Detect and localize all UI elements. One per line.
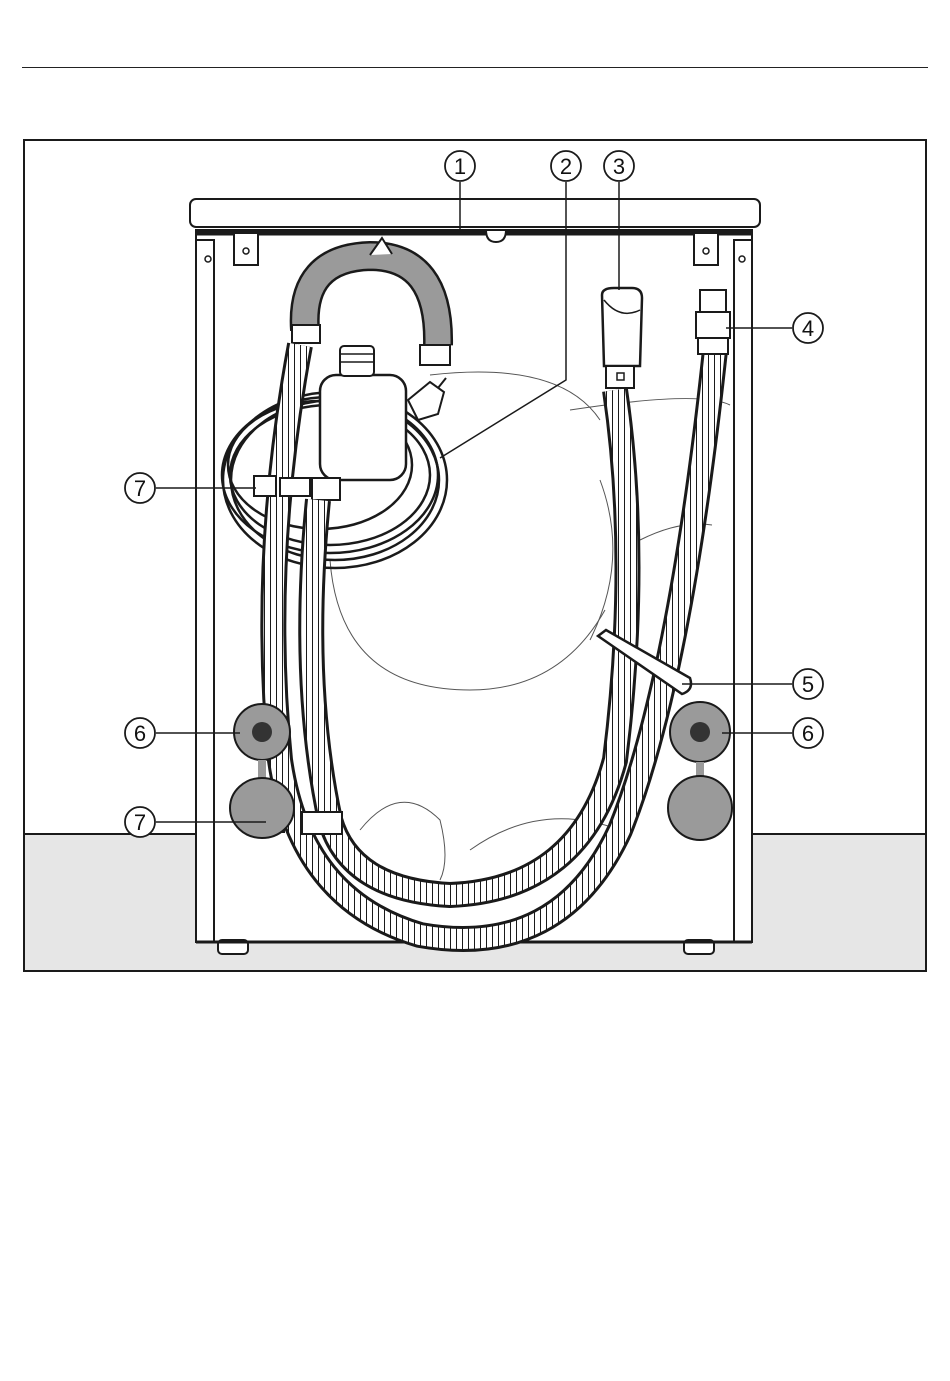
callout-7-upper: 7 [125, 473, 155, 503]
svg-text:3: 3 [613, 154, 625, 179]
svg-text:7: 7 [134, 476, 146, 501]
hose-connector [696, 290, 730, 354]
callout-6-left: 6 [125, 718, 155, 748]
callout-5: 5 [793, 669, 823, 699]
callout-6-right: 6 [793, 718, 823, 748]
svg-text:5: 5 [802, 672, 814, 697]
callout-4: 4 [793, 313, 823, 343]
callout-1: 1 [445, 151, 475, 181]
callout-3: 3 [604, 151, 634, 181]
svg-text:1: 1 [454, 154, 466, 179]
callout-7-lower: 7 [125, 807, 155, 837]
svg-text:4: 4 [802, 316, 814, 341]
svg-text:7: 7 [134, 810, 146, 835]
svg-text:6: 6 [134, 721, 146, 746]
svg-text:6: 6 [802, 721, 814, 746]
svg-text:2: 2 [560, 154, 572, 179]
callout-2: 2 [551, 151, 581, 181]
